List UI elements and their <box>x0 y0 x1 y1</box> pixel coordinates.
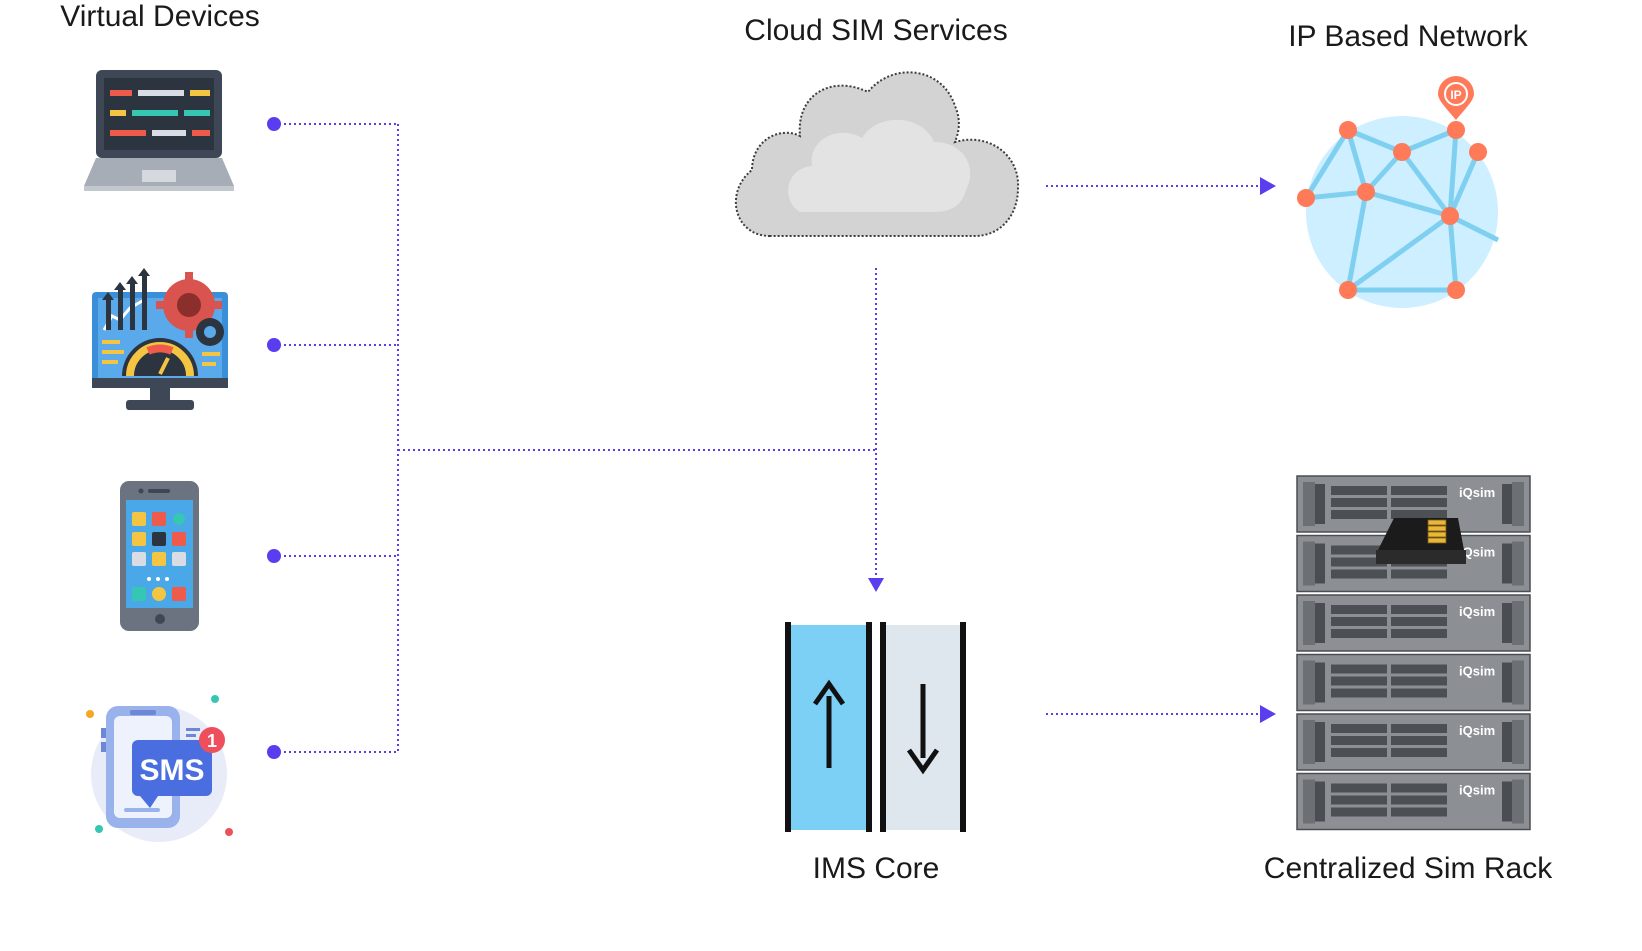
cloud-sim-title: Cloud SIM Services <box>744 14 1008 47</box>
cloud-icon <box>734 71 1020 237</box>
rack-unit: iQsim <box>1296 594 1531 652</box>
rack-brand-text: iQsim <box>1459 723 1495 738</box>
node-dot-laptop <box>267 117 281 131</box>
ip-pin-text: IP <box>1450 88 1461 102</box>
sms-icon: SMS 1 <box>86 695 233 842</box>
dashboard-monitor-icon <box>92 268 228 410</box>
rack-unit: iQsim <box>1296 713 1531 771</box>
arrow-right-ip <box>1260 177 1276 195</box>
sms-icon-text: SMS <box>139 754 204 787</box>
node-dot-sms <box>267 745 281 759</box>
ip-network-title: IP Based Network <box>1288 20 1528 53</box>
ims-core-title: IMS Core <box>812 852 940 885</box>
rack-unit: iQsim <box>1296 653 1531 712</box>
rack-brand-text: iQsim <box>1459 545 1495 560</box>
ims-core-icon <box>785 622 966 832</box>
rack-brand-text: iQsim <box>1459 664 1495 679</box>
sim-rack-title: Centralized Sim Rack <box>1263 852 1553 885</box>
rack-unit: iQsim <box>1296 772 1531 831</box>
rack-brand-text: iQsim <box>1459 604 1495 619</box>
connectors <box>267 117 1276 759</box>
rack-brand-text: iQsim <box>1459 485 1495 500</box>
ip-globe-icon: IP <box>1297 76 1500 308</box>
sim-tray-icon <box>1376 518 1466 564</box>
node-dot-dashboard <box>267 338 281 352</box>
node-dot-phone <box>267 549 281 563</box>
rack-brand-text: iQsim <box>1459 783 1495 798</box>
virtual-devices-title: Virtual Devices <box>60 0 260 33</box>
notification-badge-text: 1 <box>207 731 217 751</box>
arrow-down-ims <box>868 578 884 592</box>
arrow-right-rack <box>1260 705 1276 723</box>
sim-rack-icon: iQsim iQsim iQsim iQsim iQsim iQsim <box>1296 475 1531 831</box>
smartphone-icon <box>120 481 199 631</box>
laptop-icon <box>84 70 234 191</box>
